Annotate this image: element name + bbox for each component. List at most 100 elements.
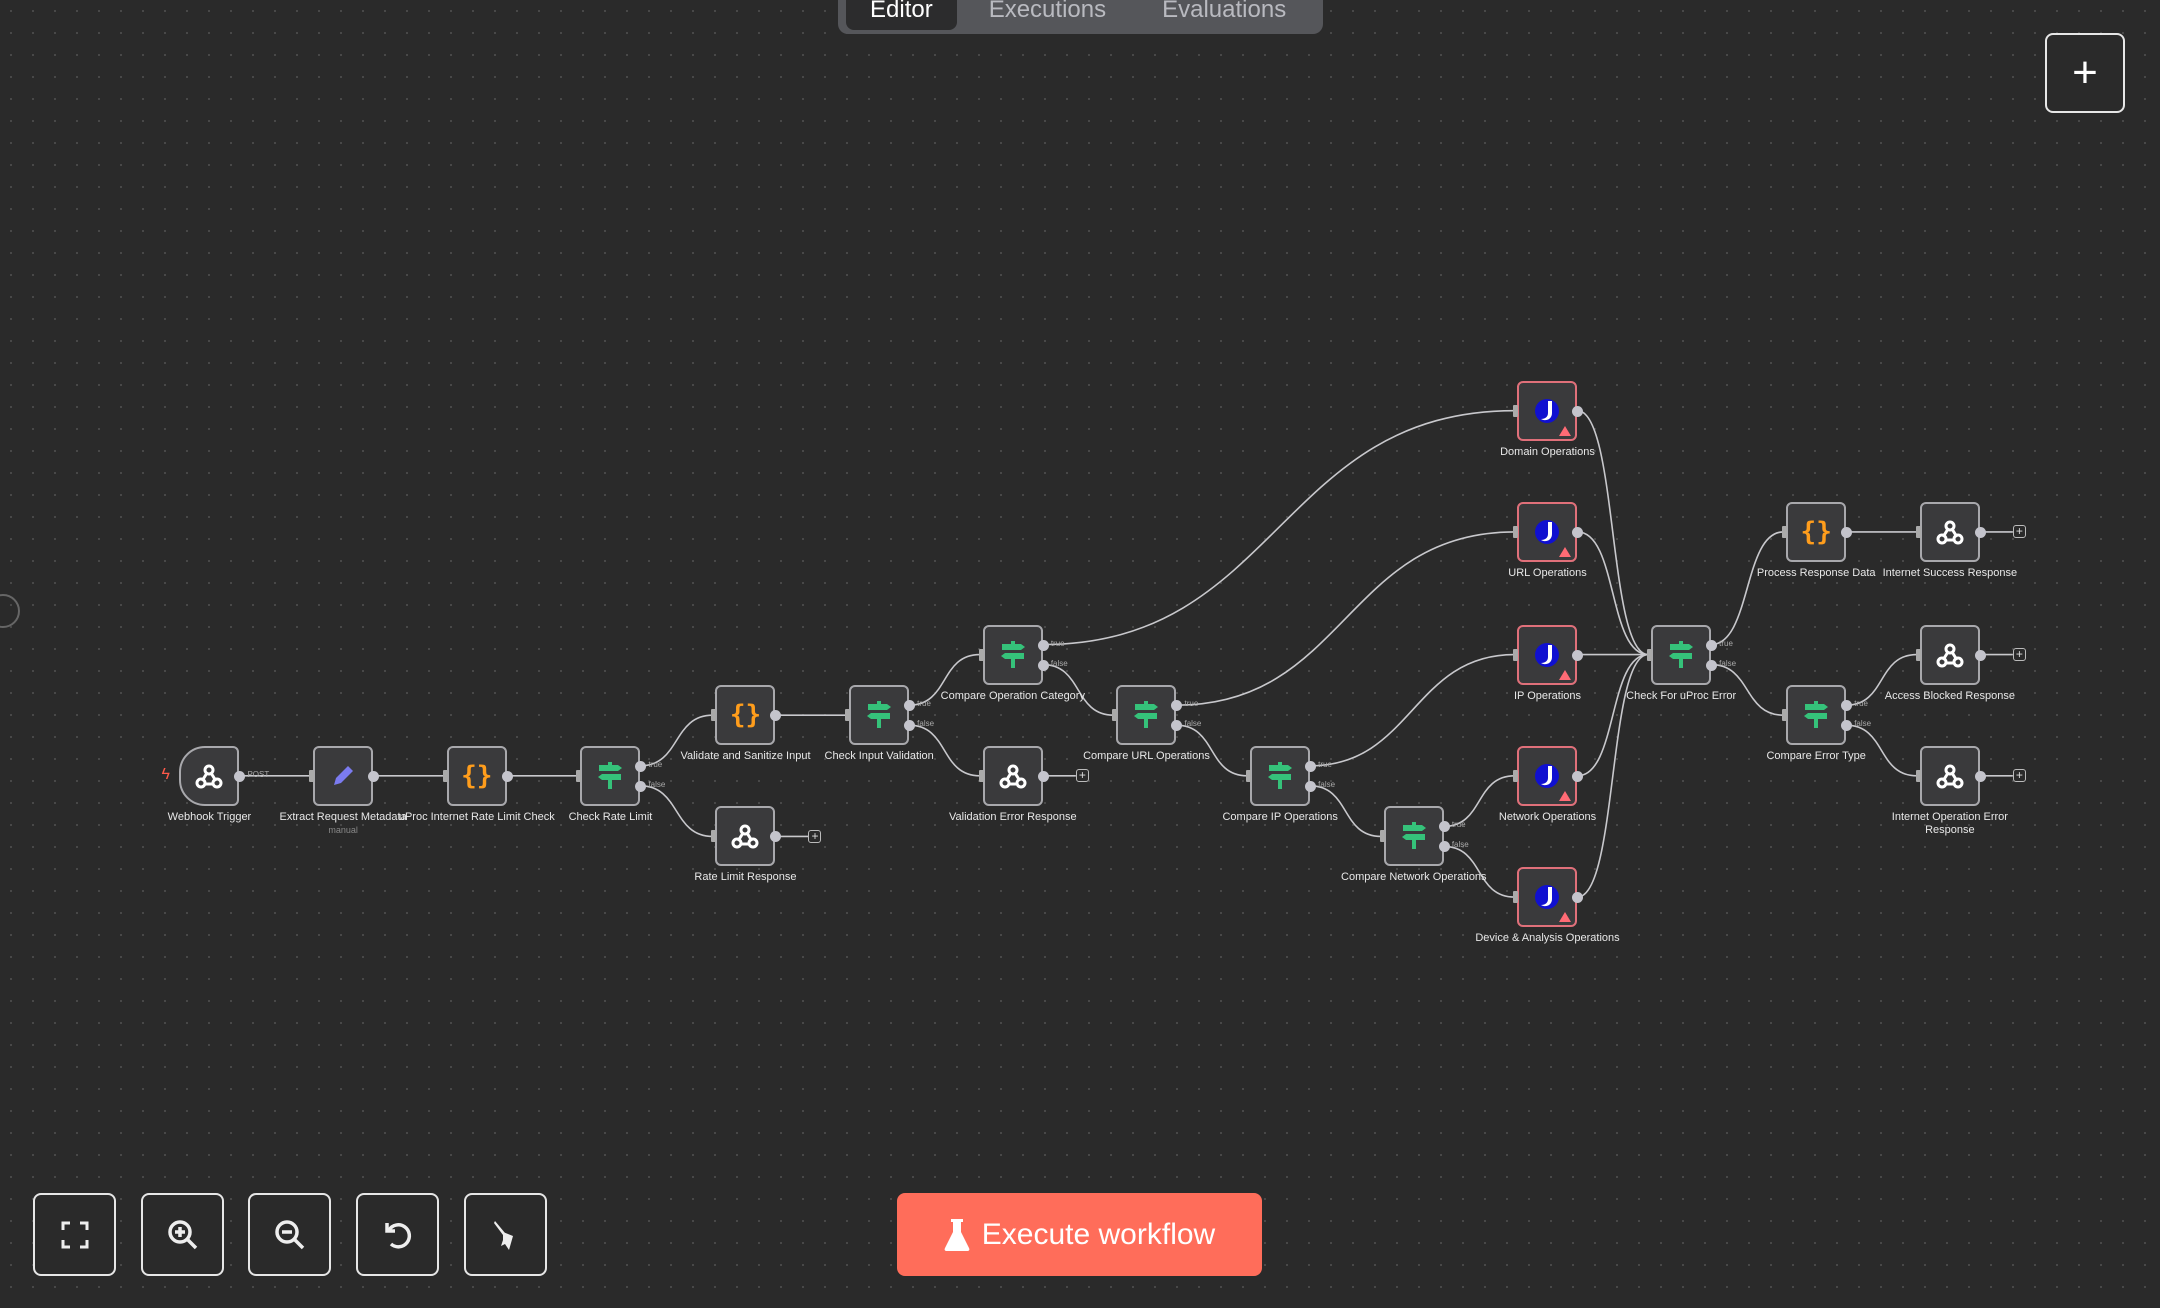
connection-edge[interactable] [909,653,980,706]
connection-edge[interactable] [1577,653,1649,777]
output-port[interactable] [1974,649,1986,661]
node-if[interactable] [849,685,910,746]
output-port[interactable] [1171,700,1183,712]
node-uproc[interactable] [1517,624,1578,685]
node-webhook[interactable] [1919,624,1980,685]
node-if[interactable] [1250,745,1311,806]
node-if[interactable] [1651,624,1712,685]
input-port[interactable] [1782,525,1788,538]
input-port[interactable] [1782,709,1788,722]
output-port[interactable] [368,770,380,782]
node-if[interactable] [1116,685,1177,746]
node-if[interactable] [982,624,1043,685]
add-next-node-button[interactable]: + [2012,648,2026,662]
output-port[interactable] [1572,770,1584,782]
node-if[interactable] [1383,806,1444,867]
output-port[interactable] [1037,770,1049,782]
tab-evaluations[interactable]: Evaluations [1162,0,1287,23]
output-port[interactable] [1438,841,1450,853]
node-code[interactable]: {} [715,685,776,746]
input-port[interactable] [1915,769,1921,782]
output-port[interactable] [1572,892,1584,904]
input-port[interactable] [309,769,315,782]
node-uproc[interactable] [1517,380,1578,441]
input-port[interactable] [978,648,984,661]
execute-workflow-button[interactable]: Execute workflow [897,1193,1262,1276]
connection-edge[interactable] [1443,775,1515,828]
add-node-button[interactable]: + [2045,33,2125,113]
input-port[interactable] [1513,891,1519,904]
node-webhook[interactable] [715,806,776,867]
input-port[interactable] [1513,769,1519,782]
output-port[interactable] [1841,700,1853,712]
connection-edge[interactable] [909,724,980,777]
output-port[interactable] [635,760,647,772]
connection-edge[interactable] [1176,724,1248,777]
zoom-in-button[interactable] [141,1193,224,1276]
node-code[interactable]: {} [1786,501,1847,562]
output-port[interactable] [1572,405,1584,417]
output-port[interactable] [1572,649,1584,661]
connection-edge[interactable] [640,714,713,767]
output-port[interactable] [1706,639,1718,651]
output-port[interactable] [904,700,916,712]
input-port[interactable] [442,769,448,782]
connection-edge[interactable] [1577,653,1649,898]
connection-edge[interactable] [1443,845,1515,898]
node-webhook[interactable] [982,745,1043,806]
add-next-node-button[interactable]: + [1075,769,1089,783]
input-port[interactable] [711,709,717,722]
input-port[interactable] [1647,648,1653,661]
output-port[interactable] [1305,780,1317,792]
tab-executions[interactable]: Executions [988,0,1107,23]
input-port[interactable] [1513,525,1519,538]
add-next-node-button[interactable]: + [2012,769,2026,783]
connection-edge[interactable] [1711,531,1784,646]
output-port[interactable] [1037,639,1049,651]
node-uproc[interactable] [1517,867,1578,928]
connection-edge[interactable] [1577,531,1649,656]
output-port[interactable] [1841,526,1853,538]
input-port[interactable] [1915,648,1921,661]
node-if[interactable] [1786,685,1847,746]
tab-editor[interactable]: Editor [846,0,957,30]
reset-zoom-button[interactable] [356,1193,439,1276]
input-port[interactable] [845,709,851,722]
fit-view-button[interactable] [33,1193,116,1276]
output-port[interactable] [234,770,246,782]
connection-edge[interactable] [1042,663,1114,716]
node-set[interactable] [313,745,374,806]
connection-edge[interactable] [1846,653,1917,706]
output-port[interactable] [904,720,916,732]
node-code[interactable]: {} [446,745,507,806]
connection-edge[interactable] [1577,409,1649,656]
output-port[interactable] [635,780,647,792]
input-port[interactable] [1112,709,1118,722]
input-port[interactable] [1513,404,1519,417]
output-port[interactable] [1974,526,1986,538]
connection-edge[interactable] [640,785,713,838]
add-next-node-button[interactable]: + [2012,525,2026,539]
input-port[interactable] [1379,830,1385,843]
output-port[interactable] [770,831,782,843]
connection-edge[interactable] [1711,663,1784,716]
input-port[interactable] [711,830,717,843]
input-port[interactable] [1915,525,1921,538]
node-uproc[interactable] [1517,745,1578,806]
connection-edge[interactable] [1176,531,1515,706]
node-if[interactable] [580,745,641,806]
input-port[interactable] [1513,648,1519,661]
tidy-up-button[interactable] [464,1193,547,1276]
connection-edge[interactable] [1310,785,1381,838]
input-port[interactable] [1246,769,1252,782]
node-webhook[interactable] [1919,501,1980,562]
node-webhook[interactable] [1919,745,1980,806]
input-port[interactable] [576,769,582,782]
output-port[interactable] [1841,720,1853,732]
output-port[interactable] [1171,720,1183,732]
node-uproc[interactable] [1517,501,1578,562]
output-port[interactable] [1438,821,1450,833]
add-next-node-button[interactable]: + [808,829,822,843]
output-port[interactable] [501,770,513,782]
node-webhook[interactable] [179,745,240,806]
